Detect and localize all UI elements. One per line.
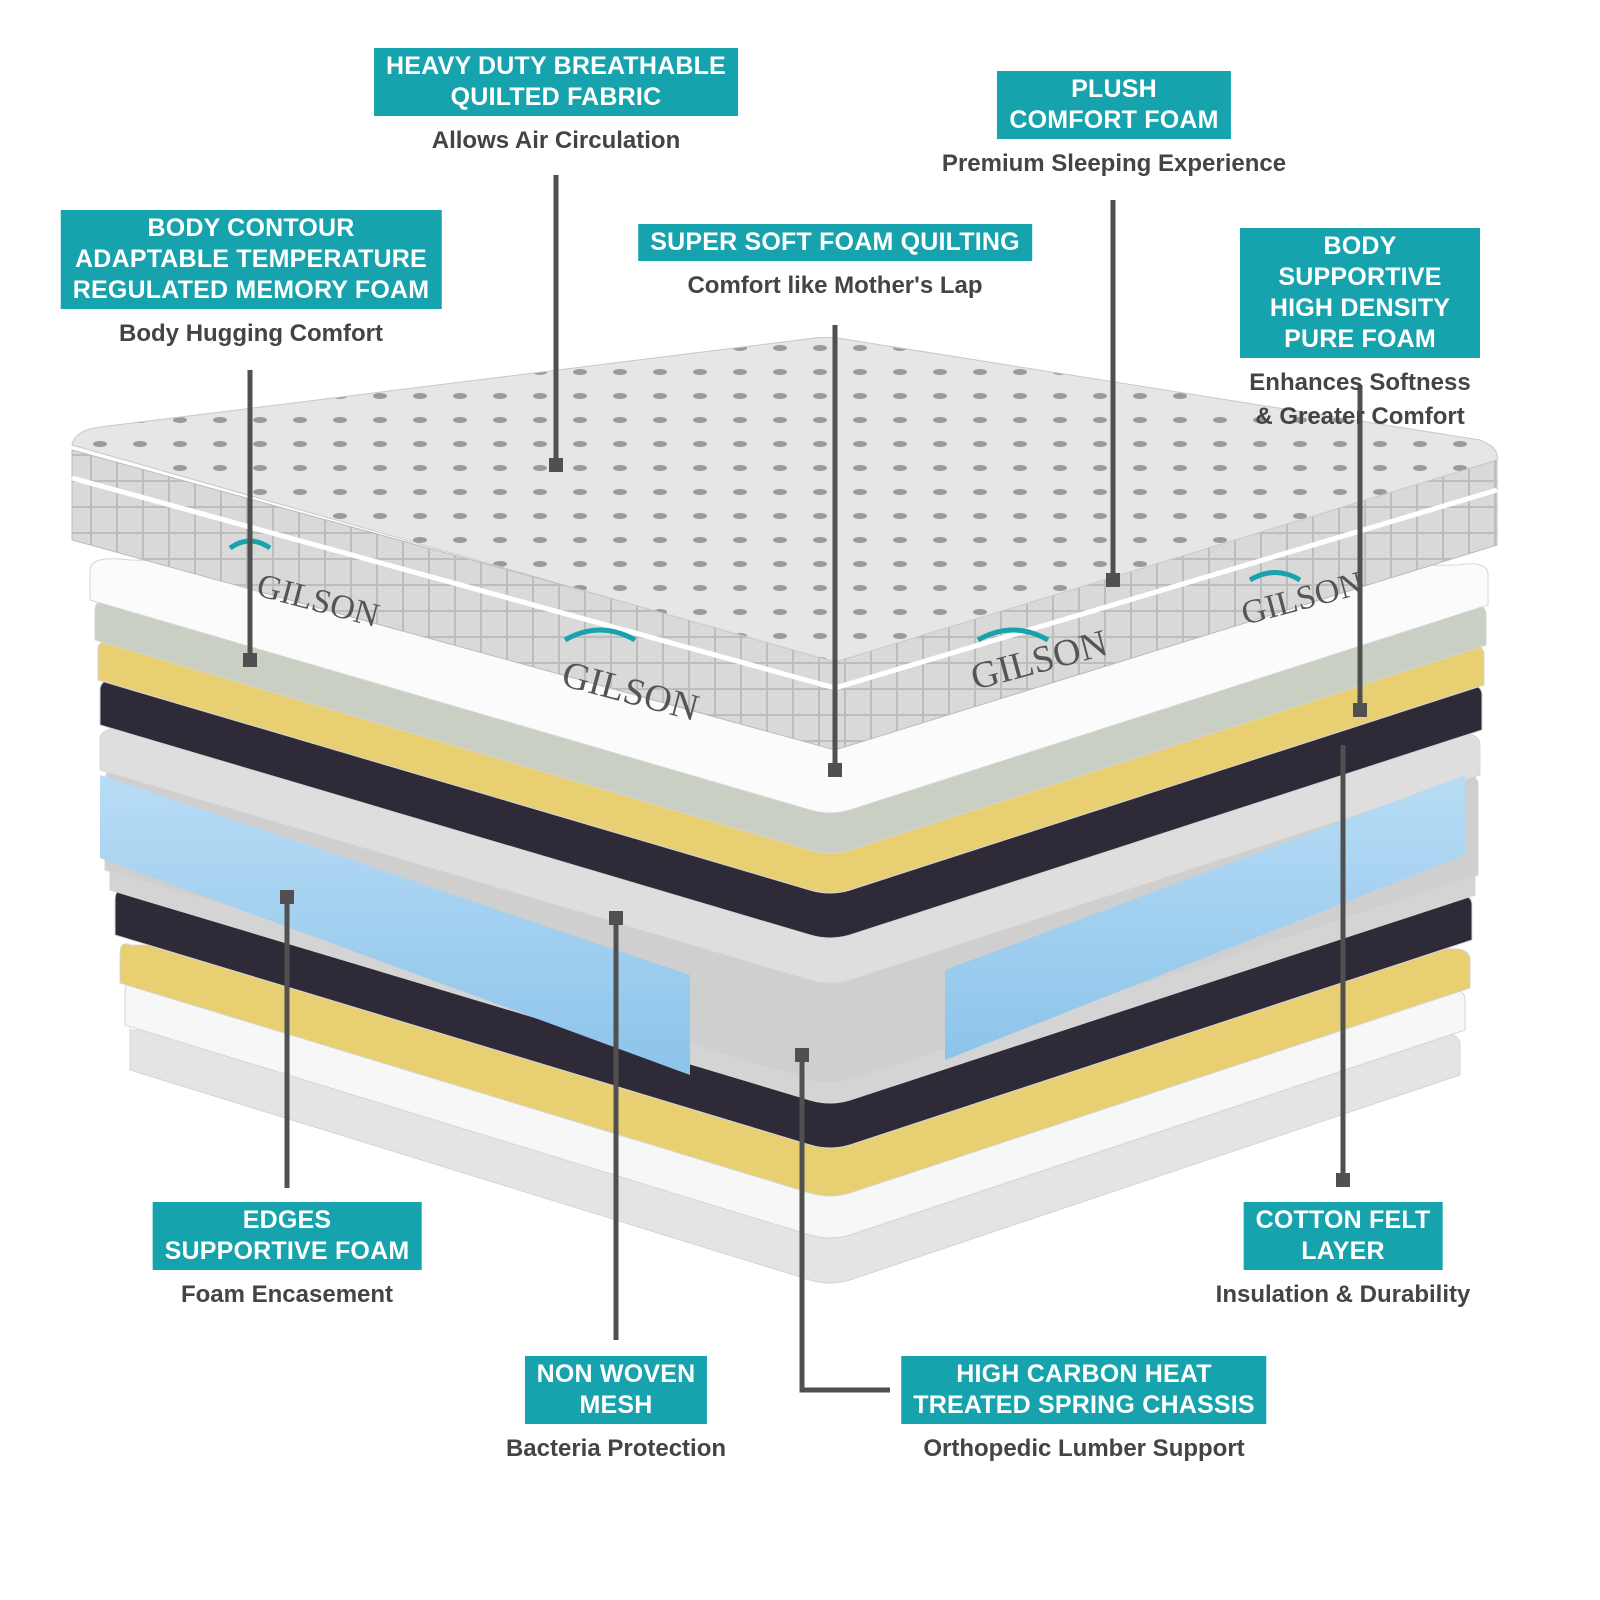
label-title: PLUSH COMFORT FOAM — [997, 71, 1231, 139]
label-title: HIGH CARBON HEAT TREATED SPRING CHASSIS — [901, 1356, 1267, 1424]
leader-end — [1106, 573, 1120, 587]
leader-end — [549, 458, 563, 472]
label-title: COTTON FELT LAYER — [1243, 1202, 1443, 1270]
edge-foam-right — [945, 775, 1465, 1060]
label-edge-foam: EDGES SUPPORTIVE FOAM Foam Encasement — [152, 1202, 422, 1312]
label-subtitle: Body Hugging Comfort — [119, 320, 383, 347]
label-pure-foam: BODY SUPPORTIVE HIGH DENSITY PURE FOAM E… — [1240, 228, 1480, 434]
label-title: BODY SUPPORTIVE HIGH DENSITY PURE FOAM — [1240, 228, 1480, 358]
label-non-woven-mesh: NON WOVEN MESH Bacteria Protection — [506, 1356, 726, 1466]
leader-line — [799, 1055, 890, 1393]
label-subtitle: Insulation & Durability — [1215, 1281, 1471, 1308]
leader-end — [609, 911, 623, 925]
label-memory-foam: BODY CONTOUR ADAPTABLE TEMPERATURE REGUL… — [60, 210, 442, 351]
leader-end — [795, 1048, 809, 1062]
label-subtitle: Allows Air Circulation — [431, 127, 681, 154]
label-title: EDGES SUPPORTIVE FOAM — [152, 1202, 422, 1270]
label-quilted-fabric: HEAVY DUTY BREATHABLE QUILTED FABRIC All… — [374, 48, 738, 158]
label-subtitle: Enhances Softness & Greater Comfort — [1249, 369, 1471, 430]
leader-end — [243, 653, 257, 667]
label-foam-quilting: SUPER SOFT FOAM QUILTING Comfort like Mo… — [638, 224, 1032, 303]
label-subtitle: Foam Encasement — [180, 1281, 394, 1308]
label-subtitle: Comfort like Mother's Lap — [687, 272, 983, 299]
label-plush-foam: PLUSH COMFORT FOAM Premium Sleeping Expe… — [942, 71, 1286, 181]
label-title: HEAVY DUTY BREATHABLE QUILTED FABRIC — [374, 48, 738, 116]
edge-foam-left — [100, 775, 690, 1075]
label-cotton-felt: COTTON FELT LAYER Insulation & Durabilit… — [1215, 1202, 1471, 1312]
leader-end — [1336, 1173, 1350, 1187]
leader-end — [828, 763, 842, 777]
label-spring-chassis: HIGH CARBON HEAT TREATED SPRING CHASSIS … — [901, 1356, 1267, 1466]
label-subtitle: Bacteria Protection — [505, 1435, 727, 1462]
label-subtitle: Orthopedic Lumber Support — [923, 1435, 1245, 1462]
leader-end — [280, 890, 294, 904]
label-subtitle: Premium Sleeping Experience — [941, 150, 1287, 177]
label-title: SUPER SOFT FOAM QUILTING — [638, 224, 1032, 261]
leader-end — [1353, 703, 1367, 717]
label-title: NON WOVEN MESH — [524, 1356, 708, 1424]
leader-lines — [243, 175, 1367, 1393]
label-title: BODY CONTOUR ADAPTABLE TEMPERATURE REGUL… — [60, 210, 442, 309]
